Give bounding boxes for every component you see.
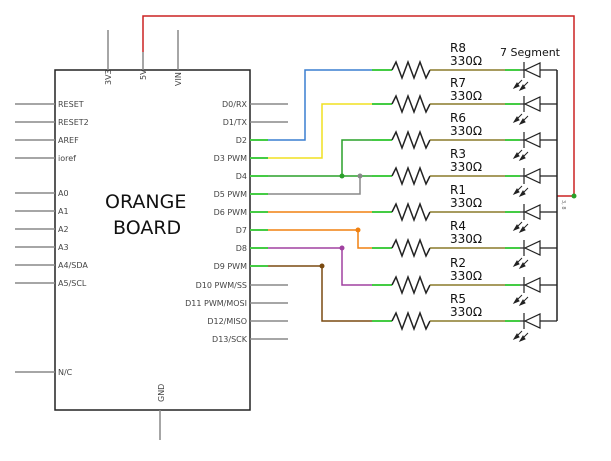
resistor-row-r1: R1 330Ω	[372, 183, 520, 223]
led-arrows	[512, 79, 529, 343]
wire-d8	[250, 247, 372, 286]
board-body	[54, 69, 251, 411]
led-2	[520, 96, 557, 112]
pin-label-5v: 5V	[139, 69, 148, 80]
resistor-name-r1: R1	[450, 183, 466, 197]
resistor-value-r7: 330Ω	[450, 89, 482, 103]
pin-label-d13: D13/SCK	[212, 335, 248, 344]
resistor-name-r3: R3	[450, 147, 466, 161]
board-title-line2: BOARD	[113, 217, 181, 239]
pin-label-a4: A4/SDA	[58, 261, 88, 270]
led-4	[520, 168, 557, 184]
pin-label-a3: A3	[58, 243, 69, 252]
pin-label-d8: D8	[236, 244, 247, 253]
pin-label-ioref: ioref	[58, 154, 76, 163]
right-pins-unused	[250, 103, 288, 340]
pin-label-d10: D10 PWM/SS	[196, 281, 247, 290]
resistor-value-r4: 330Ω	[450, 232, 482, 246]
resistor-value-r2: 330Ω	[450, 269, 482, 283]
pin-label-nc: N/C	[58, 368, 73, 377]
led-diodes	[520, 62, 557, 329]
pin-label-d2: D2	[236, 136, 247, 145]
resistor-name-r5: R5	[450, 292, 466, 306]
resistor-name-r7: R7	[450, 76, 466, 90]
resistor-name-r4: R4	[450, 219, 466, 233]
pin-label-d0: D0/RX	[222, 100, 248, 109]
resistor-value-r6: 330Ω	[450, 124, 482, 138]
resistor-name-r2: R2	[450, 256, 466, 270]
left-pins: RESET RESET2 AREF ioref A0 A1 A2 A3 A4/S…	[15, 100, 89, 377]
pin-label-3v3: 3V3	[104, 69, 113, 85]
led-3	[520, 132, 557, 148]
resistor-value-r5: 330Ω	[450, 305, 482, 319]
led-6	[520, 240, 557, 256]
wire-d3	[250, 103, 372, 159]
pin-label-vin: VIN	[174, 72, 183, 86]
wire-5v	[142, 15, 575, 197]
resistor-value-r8: 330Ω	[450, 54, 482, 68]
board-pin-ends	[250, 139, 268, 267]
pin-label-gnd: GND	[157, 384, 166, 402]
resistor-row-r4: R4 330Ω	[372, 219, 520, 259]
pin-label-d5: D5 PWM	[214, 190, 248, 199]
pin-label-d11: D11 PWM/MOSI	[185, 299, 247, 308]
resistor-row-r2: R2 330Ω	[372, 256, 520, 296]
resistor-name-r8: R8	[450, 41, 466, 55]
led-7	[520, 277, 557, 293]
wire-d7	[250, 229, 372, 249]
wire-d2	[250, 69, 372, 141]
wire-d4	[250, 139, 372, 177]
pin-label-d4: D4	[236, 172, 247, 181]
common-pin-label: 3, 8	[560, 200, 566, 210]
pin-label-a2: A2	[58, 225, 69, 234]
led-1	[520, 62, 557, 78]
board-title-line1: ORANGE	[105, 191, 186, 213]
pin-label-d1: D1/TX	[223, 118, 248, 127]
resistor-row-r7: R7 330Ω	[372, 76, 520, 115]
pin-label-d3: D3 PWM	[214, 154, 248, 163]
top-pins: 3V3 5V VIN	[104, 30, 183, 86]
pin-label-a1: A1	[58, 207, 69, 216]
pin-label-reset2: RESET2	[58, 118, 89, 127]
display-title: 7 Segment	[500, 46, 561, 59]
resistor-row-r8: R8 330Ω	[372, 41, 520, 81]
pin-label-d12: D12/MISO	[207, 317, 247, 326]
pin-label-d9: D9 PWM	[214, 262, 248, 271]
pin-label-d7: D7	[236, 226, 247, 235]
pin-label-reset: RESET	[58, 100, 84, 109]
pin-label-a0: A0	[58, 189, 69, 198]
signal-wires	[250, 69, 372, 322]
led-8	[520, 313, 557, 329]
pin-label-aref: AREF	[58, 136, 79, 145]
resistor-value-r1: 330Ω	[450, 196, 482, 210]
resistor-row-r5: R5 330Ω	[372, 292, 520, 332]
led-5	[520, 204, 557, 220]
wire-d9	[250, 265, 372, 322]
resistor-row-r3: R3 330Ω	[372, 147, 520, 187]
resistor-name-r6: R6	[450, 111, 466, 125]
resistor-row-r6: R6 330Ω	[372, 111, 520, 151]
wire-d5	[250, 176, 361, 195]
pin-label-d6: D6 PWM	[214, 208, 248, 217]
right-pin-labels: D0/RX D1/TX D2 D3 PWM D4 D5 PWM D6 PWM D…	[185, 100, 248, 344]
pin-label-a5: A5/SCL	[58, 279, 87, 288]
resistor-value-r3: 330Ω	[450, 160, 482, 174]
